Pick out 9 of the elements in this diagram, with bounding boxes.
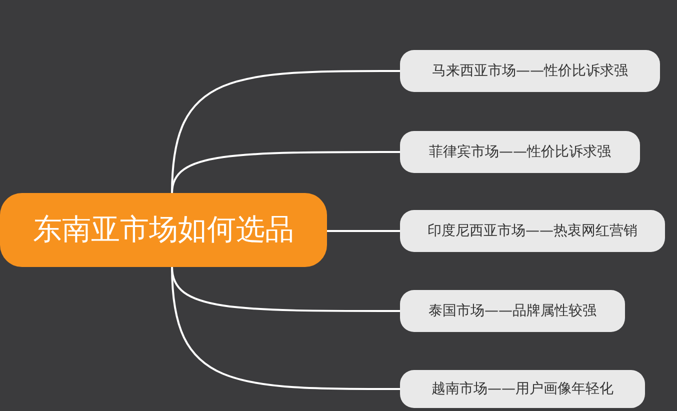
- subtopic-box: 越南市场——用户画像年轻化: [400, 370, 645, 408]
- connector-line: [327, 230, 400, 232]
- connector-line: [171, 266, 400, 390]
- subtopic-box: 泰国市场——品牌属性较强: [400, 290, 625, 332]
- subtopic-box: 印度尼西亚市场——热衷网红营销: [400, 210, 665, 252]
- connector-line: [171, 151, 400, 194]
- subtopic-box: 马来西亚市场——性价比诉求强: [400, 50, 660, 92]
- topic-box: 东南亚市场如何选品: [0, 193, 327, 267]
- subtopic-box: 菲律宾市场——性价比诉求强: [400, 131, 640, 173]
